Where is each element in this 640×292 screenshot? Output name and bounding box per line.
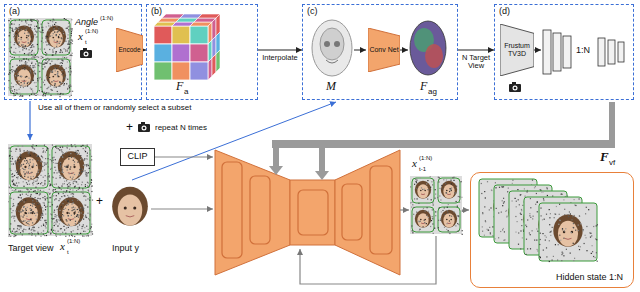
math-symbol: x <box>78 30 83 42</box>
edge-label: Interpolate <box>262 54 297 62</box>
unet <box>215 150 400 275</box>
annotation: a <box>184 88 188 97</box>
math-symbol: M <box>326 80 336 93</box>
feature-head <box>410 21 446 75</box>
input-face <box>112 187 148 226</box>
node-label: CLIP <box>127 152 147 162</box>
node-label: Hidden state 1:N <box>554 273 625 283</box>
denoised-views <box>410 176 463 235</box>
node-label: Frustum TV3D <box>500 42 534 57</box>
view-feature-stack <box>543 30 624 74</box>
camera-icon <box>80 48 92 58</box>
feature-cube <box>154 14 220 80</box>
noisy-views <box>8 144 93 237</box>
head-mesh <box>312 20 352 76</box>
annotation: + <box>96 195 103 208</box>
panel-label: (c) <box>307 7 318 17</box>
annotation: 1:N <box>576 46 590 56</box>
math-symbol: F <box>176 80 183 93</box>
feature-band <box>269 102 615 180</box>
encoder-block: Encode <box>116 28 143 72</box>
panel-label: (d) <box>499 7 510 17</box>
connector-arrow <box>258 50 302 51</box>
math-symbol: x <box>60 240 65 252</box>
camera-icon <box>509 82 521 92</box>
node-label: Conv Net <box>369 46 398 54</box>
annotation: (1:N) <box>85 28 98 35</box>
hidden-state-stack <box>471 173 635 289</box>
panel-label: (a) <box>9 7 20 17</box>
annotation: (1:N) <box>419 155 432 162</box>
annotation: vf <box>609 159 615 168</box>
panel-box: (a) Encode <box>4 4 142 100</box>
camera-icon <box>138 122 150 132</box>
node-label: Encode <box>118 46 140 53</box>
edge-label: N Target View <box>459 54 493 71</box>
math-symbol: x <box>412 157 417 169</box>
annotation: (1:N) <box>100 15 113 22</box>
panel-label: (b) <box>151 7 162 17</box>
annotation: Input y <box>112 244 139 254</box>
clip-box: CLIP <box>120 148 155 166</box>
annotation: ag <box>428 88 437 97</box>
annotation: t <box>67 249 69 256</box>
math-symbol: F <box>420 80 427 93</box>
annotation: t <box>85 39 87 46</box>
annotation: Target view <box>8 244 54 254</box>
annotation: (1:N) <box>67 238 80 245</box>
connector-arrow <box>458 50 494 51</box>
hidden-state-box: Hidden state 1:N <box>470 172 634 288</box>
annotation: Use all of them or randomly select a sub… <box>38 104 191 113</box>
panel-box: (b) <box>146 4 258 100</box>
math-symbol: F <box>600 150 609 164</box>
math-symbol: Angle <box>75 18 98 28</box>
annotation: t-1 <box>419 166 426 173</box>
annotation: + <box>126 121 133 134</box>
panel-box: (d) Frustum TV3D <box>494 4 634 100</box>
conv-block: Conv Net <box>368 28 400 72</box>
noisy-views <box>8 18 73 97</box>
panel-box: (c) Conv Net <box>302 4 458 100</box>
annotation: repeat N times <box>155 124 207 133</box>
frustum-block: Frustum TV3D <box>500 24 534 76</box>
